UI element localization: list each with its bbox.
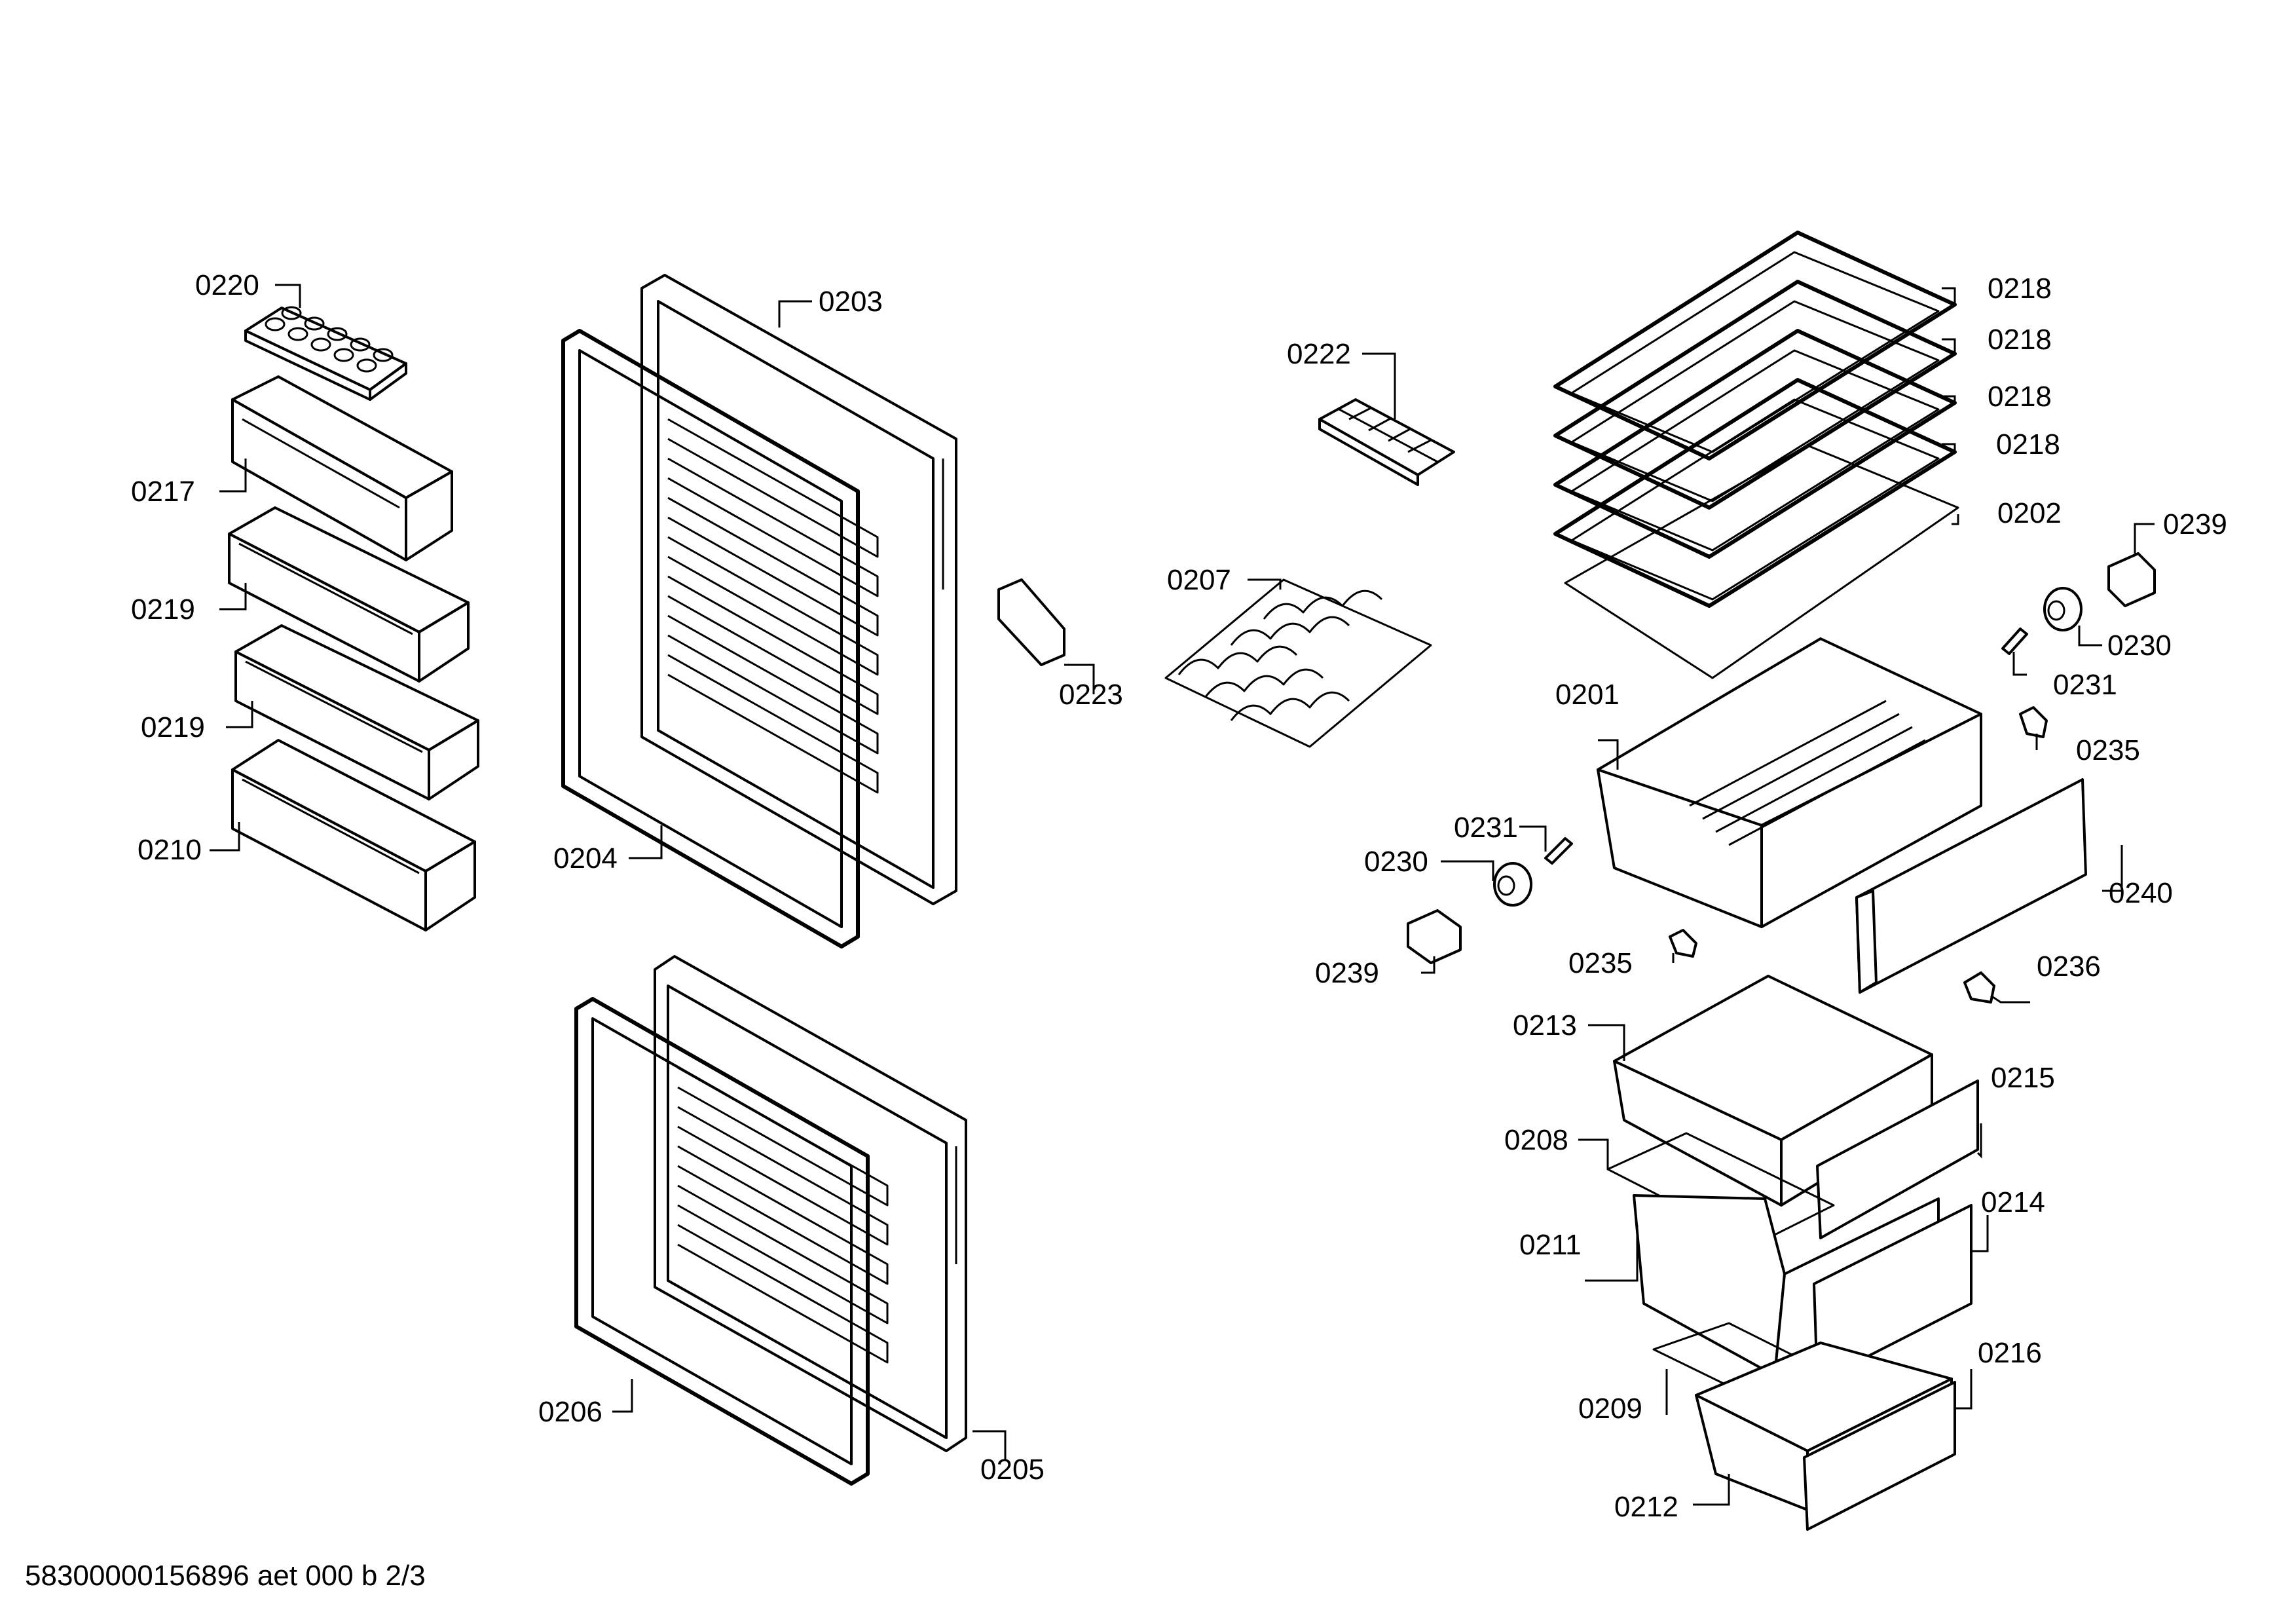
part-freezer-front-bottom	[1803, 1381, 1956, 1531]
part-upper-door-gasket	[561, 329, 860, 948]
callout-0205: 0205	[980, 1454, 1045, 1486]
callout-0204: 0204	[553, 842, 618, 874]
part-lower-door	[654, 955, 967, 1452]
callout-0239-b: 0239	[1315, 957, 1379, 989]
callout-0218-d: 0218	[1996, 428, 2060, 460]
callout-0231-b: 0231	[1454, 812, 1518, 844]
document-reference-footer: 58300000156896 aet 000 b 2/3	[25, 1560, 426, 1592]
callout-0214: 0214	[1981, 1186, 2045, 1218]
callout-0223: 0223	[1059, 679, 1123, 711]
callout-0201: 0201	[1555, 679, 1620, 711]
callout-0219-b: 0219	[141, 711, 205, 743]
callout-0219-a: 0219	[131, 593, 195, 626]
callout-0212: 0212	[1614, 1491, 1678, 1523]
callout-0235-b: 0235	[1568, 947, 1633, 979]
part-lower-door-gasket	[574, 997, 870, 1486]
part-hinge-bracket-left	[1407, 909, 1462, 964]
callout-0218-b: 0218	[1988, 324, 2052, 356]
callout-0208: 0208	[1504, 1124, 1568, 1156]
callout-0231-a: 0231	[2053, 669, 2117, 701]
callout-labels: 0220 0217 0219 0219 0210 0203 0204 0206 …	[131, 269, 2227, 1523]
callout-0222: 0222	[1287, 338, 1351, 370]
callout-0218-a: 0218	[1988, 272, 2052, 305]
callout-0216: 0216	[1978, 1337, 2042, 1369]
callout-0202: 0202	[1997, 497, 2062, 529]
callout-0207: 0207	[1167, 564, 1231, 596]
part-glass-plate	[1564, 444, 1959, 679]
part-dairy-compartment	[231, 375, 453, 561]
part-pin-right	[2001, 628, 2028, 655]
part-drawer-front-panel	[1855, 778, 2087, 994]
part-bottle-shelf	[231, 739, 476, 931]
part-glass-shelves	[1553, 231, 1957, 608]
callout-0213: 0213	[1513, 1009, 1577, 1042]
callout-0203: 0203	[819, 286, 883, 318]
part-door-shelf-a	[228, 506, 470, 683]
callout-0210: 0210	[138, 834, 202, 866]
part-clip-lower	[1669, 929, 1697, 958]
part-pin-left	[1544, 837, 1573, 865]
part-roller-right	[2043, 587, 2083, 631]
callout-0230-b: 0230	[1364, 846, 1428, 878]
leader-lines	[210, 284, 2155, 1506]
part-clip-front	[1963, 971, 1995, 1004]
part-bottle-rack	[1164, 578, 1432, 748]
callout-0239-a: 0239	[2163, 508, 2227, 540]
callout-0235-a: 0235	[2076, 734, 2140, 766]
callout-0209: 0209	[1578, 1393, 1642, 1425]
callout-0240: 0240	[2109, 877, 2173, 909]
callout-0236: 0236	[2037, 950, 2101, 983]
part-door-shelf-b	[234, 624, 479, 800]
part-crisper-drawer	[1597, 637, 1982, 928]
callout-0217: 0217	[131, 476, 195, 508]
part-ice-tray	[1318, 398, 1455, 486]
callout-0206: 0206	[538, 1396, 602, 1428]
part-egg-tray	[244, 306, 407, 401]
part-label-plate	[997, 578, 1065, 666]
part-hinge-bracket-right	[2107, 552, 2156, 607]
callout-0211: 0211	[1519, 1229, 1582, 1261]
part-roller-left	[1493, 862, 1532, 907]
callout-0215: 0215	[1991, 1062, 2055, 1094]
callout-0218-c: 0218	[1988, 381, 2052, 413]
part-freezer-front-upper	[1816, 1079, 1979, 1239]
callout-0220: 0220	[195, 269, 259, 301]
part-upper-door	[640, 274, 957, 905]
callout-0230-a: 0230	[2107, 629, 2172, 662]
part-clip-right	[2019, 706, 2048, 738]
